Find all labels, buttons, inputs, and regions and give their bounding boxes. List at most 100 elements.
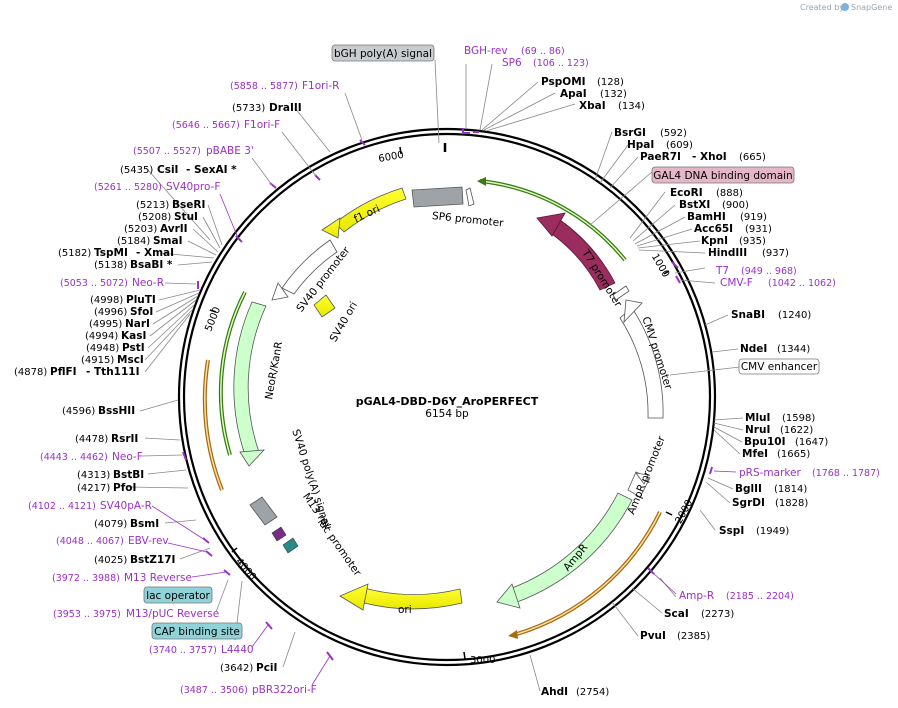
primer-f1ori-f[interactable]: (5646 .. 5667) F1ori-F (172, 119, 321, 181)
primer-ebv-rev[interactable]: (4048 .. 4067) EBV-rev (56, 535, 213, 557)
enzyme-stui[interactable]: (5208)StuI (138, 211, 198, 223)
primer-bgh-rev[interactable]: BGH-rev (69 .. 86) (462, 45, 565, 134)
bgh-polya-box-label: bGH poly(A) signal (334, 48, 432, 60)
enzyme-hindiii[interactable]: HindIII(937) (708, 247, 789, 259)
enzyme-bstbi[interactable]: (4313)BstBI (77, 469, 144, 481)
primer-l4440[interactable]: (3740 .. 3757) L4440 (149, 621, 273, 656)
enzyme-hpai[interactable]: HpaI(609) (627, 139, 693, 151)
lac-promoter-feature[interactable] (282, 537, 299, 554)
t7-small-arrow-feature[interactable] (612, 285, 630, 301)
primer-cmv-f-pos: (1042 .. 1062) (768, 278, 836, 289)
primer-sv40pa-r[interactable]: (4102 .. 4121) SV40pA-R (28, 500, 210, 544)
enzyme-nari[interactable]: (4995)NarI (89, 318, 150, 330)
lac-operator-box[interactable]: lac operator (143, 586, 213, 604)
primer-sv40pro-f[interactable]: (5261 .. 5280) SV40pro-F (94, 181, 243, 243)
primer-sp6[interactable]: SP6 (106 .. 123) (473, 57, 589, 133)
enzyme-tspmi-xmai[interactable]: (5182)TspMI- XmaI (58, 247, 174, 259)
primer-cmv-f[interactable]: CMV-F (1042 .. 1062) (675, 275, 836, 289)
primer-pbr322-pos: (3487 .. 3506) (180, 685, 248, 696)
primer-neo-r[interactable]: (5053 .. 5072) Neo-R (60, 277, 199, 289)
enzyme-pvui[interactable]: PvuI(2385) (640, 630, 710, 642)
enzyme-sspi[interactable]: SspI(1949) (719, 525, 789, 537)
enzyme-avrii[interactable]: (5203)AvrII (124, 223, 188, 235)
enzyme-msci[interactable]: (4915)MscI (81, 354, 144, 366)
enzyme-ndei-name: NdeI (740, 343, 767, 355)
enzyme-acc65i[interactable]: Acc65I(931) (694, 223, 772, 235)
primer-pbr322ori-f[interactable]: (3487 .. 3506) pBR322ori-F (180, 651, 334, 696)
sv40-polya-feature[interactable] (249, 496, 278, 526)
bgh-polya-feature[interactable] (411, 186, 464, 208)
enzyme-ecori-pos: (888) (716, 188, 743, 199)
enzyme-ahdi[interactable]: AhdI(2754) (541, 686, 609, 698)
enzyme-bstxi[interactable]: BstXI(900) (679, 199, 749, 211)
enzyme-mfei[interactable]: MfeI(1665) (742, 448, 810, 460)
enzyme-rsrii[interactable]: (4478)RsrII (75, 433, 138, 445)
enzyme-bpu10i[interactable]: Bpu10I(1647) (744, 436, 828, 448)
enzyme-nrui[interactable]: NruI(1622) (745, 424, 813, 436)
enzyme-sfoi[interactable]: (4996)SfoI (94, 306, 153, 318)
enzyme-bstz17i[interactable]: (4025)BstZ17I (94, 554, 175, 566)
enzyme-bglii[interactable]: BglII(1814) (735, 483, 807, 495)
primer-sp6-pos: (106 .. 123) (533, 58, 589, 69)
enzyme-ndei[interactable]: NdeI(1344) (740, 343, 810, 355)
primer-prs-marker[interactable]: pRS-marker (1768 .. 1787) (709, 466, 880, 479)
sv40-ori-feature[interactable] (313, 294, 336, 318)
ampr-feature[interactable] (511, 492, 633, 603)
bgh-polya-box[interactable]: bGH poly(A) signal (331, 44, 435, 62)
m13-rev-feature[interactable] (271, 526, 287, 542)
primer-t7[interactable]: T7 (949 .. 968) (671, 261, 797, 277)
neor-kanr-feature[interactable] (233, 301, 267, 456)
enzyme-csii-sexai[interactable]: (5435)CsiI- SexAI * (120, 164, 237, 176)
enzyme-ecori[interactable]: EcoRI(888) (670, 187, 743, 199)
enzyme-kpni[interactable]: KpnI(935) (701, 235, 766, 247)
enzyme-paer7i-xhoi[interactable]: PaeR7I- XhoI(665) (640, 151, 766, 163)
enzyme-bsrgi-pos: (592) (660, 128, 687, 139)
cap-binding-box[interactable]: CAP binding site (151, 622, 243, 640)
primer-f1ori-r[interactable]: (5858 .. 5877) F1ori-R (230, 80, 366, 146)
enzyme-pflfi-tth111i[interactable]: (4878)PflFI- Tth111I (14, 366, 140, 378)
gal4-dbd-box[interactable]: GAL4 DNA binding domain (651, 166, 795, 184)
primer-amp-r[interactable]: Amp-R (2185 .. 2204) (647, 567, 794, 602)
enzyme-mlui[interactable]: MluI(1598) (745, 412, 815, 424)
enzyme-bsrgi[interactable]: BsrGI(592) (614, 127, 687, 139)
primer-m13-reverse[interactable]: (3972 .. 3988) M13 Reverse (52, 569, 231, 584)
enzyme-bsabi-pos: (5138) (94, 260, 127, 271)
t7-promoter-feature[interactable] (547, 219, 616, 291)
enzyme-psti[interactable]: (4948)PstI (86, 342, 145, 354)
enzyme-msci-name: MscI (117, 354, 144, 366)
enzyme-pspomi[interactable]: PspOMI(128) (541, 76, 624, 88)
enzyme-smai[interactable]: (5184)SmaI (117, 235, 183, 247)
sp6-promoter-feature[interactable] (465, 187, 475, 207)
enzyme-tspmi-name: TspMI (94, 247, 128, 259)
enzyme-bsabi[interactable]: (5138)BsaBI * (94, 259, 173, 271)
gal4-dbd-box-label: GAL4 DNA binding domain (653, 170, 792, 182)
t7-promoter-label: T7 promoter (579, 247, 625, 310)
enzyme-draiii-pos: (5733) (232, 103, 265, 114)
primer-neo-r-pos: (5053 .. 5072) (60, 278, 128, 289)
enzyme-kasi[interactable]: (4994)KasI (85, 330, 146, 342)
enzyme-bseri[interactable]: (5213)BseRI (136, 199, 205, 211)
sv40-promoter-feature[interactable] (281, 239, 338, 295)
cmv-enhancer-box[interactable]: CMV enhancer (738, 358, 820, 375)
tick-label-3000: 3000 (470, 655, 495, 666)
enzyme-bsshii[interactable]: (4596)BssHII (62, 405, 135, 417)
enzyme-xbai[interactable]: XbaI(134) (579, 100, 645, 112)
enzyme-scai[interactable]: ScaI(2273) (664, 608, 734, 620)
enzyme-bamhi[interactable]: BamHI(919) (687, 211, 767, 223)
enzyme-pcii[interactable]: (3642)PciI (220, 662, 277, 674)
sp6-promoter-label: SP6 promoter (431, 210, 504, 230)
enzyme-bsmi[interactable]: (4079)BsmI (94, 518, 159, 530)
enzyme-pluti[interactable]: (4998)PluTI (90, 294, 156, 306)
cmv-promoter-feature[interactable] (619, 307, 664, 419)
primer-pbabe3[interactable]: (5507 .. 5527) pBABE 3' (133, 145, 277, 189)
enzyme-pfoi[interactable]: (4217)PfoI (77, 482, 136, 494)
enzyme-snabi[interactable]: SnaBI(1240) (731, 309, 811, 321)
enzyme-tspmi-pos: (5182) (58, 248, 91, 259)
enzyme-stui-pos: (5208) (138, 212, 171, 223)
primer-m13-puc-reverse[interactable]: (3953 .. 3975) M13/pUC Reverse (53, 579, 229, 620)
enzyme-draiii[interactable]: (5733)DraIII (232, 102, 302, 114)
enzyme-bsabi-name: BsaBI * (130, 259, 173, 271)
enzyme-sgrdi[interactable]: SgrDI(1828) (732, 497, 808, 509)
primer-neo-f[interactable]: (4443 .. 4462) Neo-F (40, 451, 187, 463)
enzyme-apai[interactable]: ApaI(132) (560, 88, 627, 100)
